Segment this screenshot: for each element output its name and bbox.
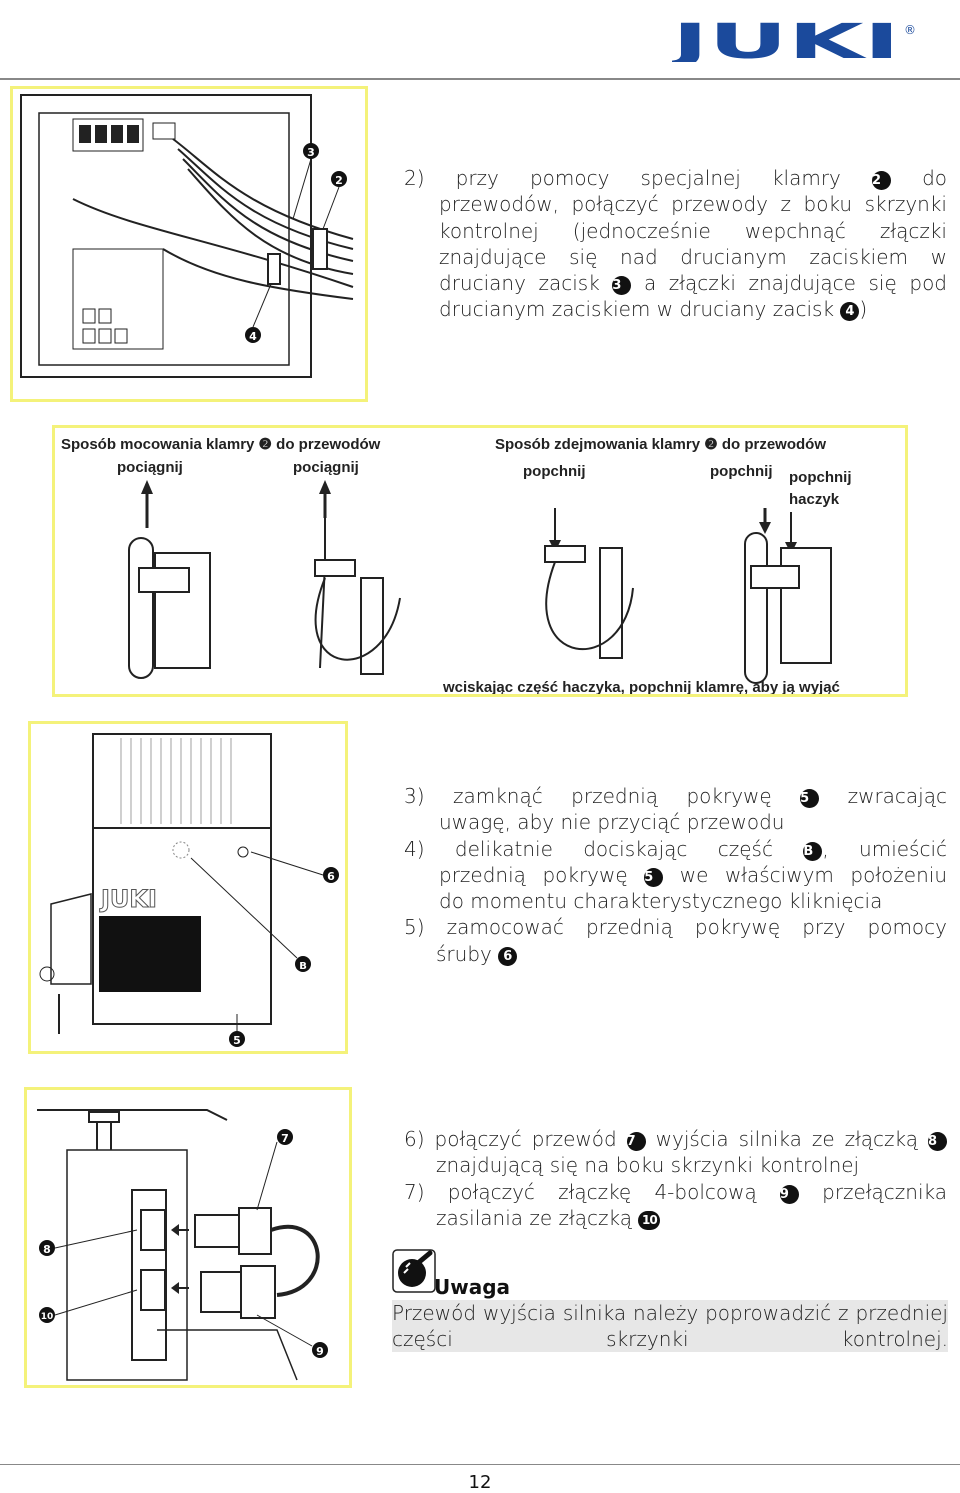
figure-motor-connectors: 7 8 10 9 [24,1087,352,1388]
instructions-6-7: 6) połączyć przewód 7 wyjścia silnika ze… [404,1127,947,1230]
step-number: 3) [404,784,425,808]
step-number: 6) [404,1127,425,1151]
figure-clamp-procedure: Sposób mocowania klamry ❷ do przewodów S… [52,425,908,697]
juki-logo: JUKI ® [666,14,922,70]
instruction-2: 2) przy pomocy specjalnej klamry 2 do pr… [404,166,948,322]
figure-control-box-wiring: 3 2 4 [10,86,368,402]
note-title: Uwaga [434,1275,511,1299]
header-rule [0,78,960,80]
heading-remove: Sposób zdejmowania klamry ❷ do przewodów [495,436,826,453]
part-8-icon: 8 [928,1132,947,1151]
note-text: Przewód wyjścia silnika należy poprowadz… [392,1300,948,1352]
part-5-icon: 5 [800,789,820,808]
part-4-icon: 4 [840,302,860,322]
step-number: 4) [404,836,425,861]
part-6-icon: 6 [498,946,518,966]
logo-text: JUKI [672,20,900,62]
caption: wciskając część haczyka, popchnij klamrę… [442,679,840,694]
registered-mark: ® [904,23,916,37]
svg-text:JUKI: JUKI [99,885,157,913]
callout-10: 10 [41,1312,54,1322]
part-10-icon: 10 [638,1210,661,1230]
part-2-icon: 2 [871,171,891,190]
figure-front-cover: JUKI 6 B 5 [28,721,348,1054]
callout-8: 8 [43,1243,51,1256]
step-number: 5) [404,915,425,940]
label-pull-1: pociągnij [117,459,183,476]
callout-5: 5 [233,1034,241,1047]
label-push-3: popchnij [789,469,852,486]
callout-6: 6 [327,870,335,883]
part-7-icon: 7 [626,1132,646,1151]
part-9-icon: 9 [779,1184,799,1204]
part-5-icon: 5 [644,867,664,887]
hand-pointing-icon [392,1249,436,1293]
label-push-2: popchnij [710,463,773,480]
part-3-icon: 3 [612,276,632,296]
callout-9: 9 [316,1345,324,1358]
callout-7: 7 [281,1132,289,1145]
instructions-3-5: 3) zamknąć przednią pokrywę 5 zwracając … [404,784,948,966]
label-push-1: popchnij [523,463,586,480]
callout-3: 3 [307,146,315,159]
footer-rule [0,1464,960,1465]
step-number: 2) [404,166,425,190]
step-number: 7) [404,1179,425,1204]
label-hook: haczyk [789,491,840,508]
callout-b: B [299,961,307,972]
callout-2: 2 [335,174,343,187]
heading-attach: Sposób mocowania klamry ❷ do przewodów [61,436,381,453]
part-b-icon: B [803,841,823,861]
page-number: 12 [468,1472,492,1493]
callout-4: 4 [249,330,257,343]
label-pull-2: pociągnij [293,459,359,476]
